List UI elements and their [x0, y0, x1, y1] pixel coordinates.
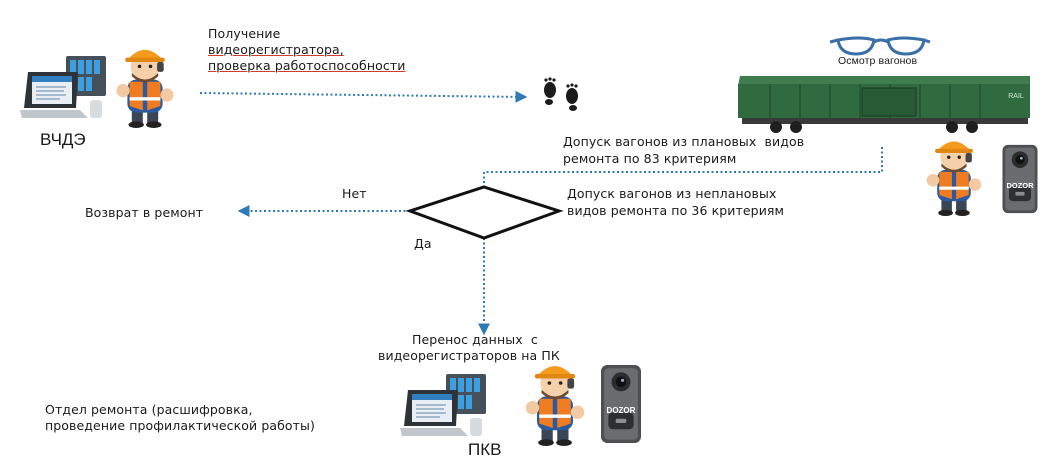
computer-monitor-icon — [19, 55, 107, 119]
pkv-dept-line1: Отдел ремонта (расшифровка, — [45, 402, 253, 417]
camera-brand-label: DOZOR — [607, 406, 636, 415]
pkv-dept-line2: проведение профилактической работы) — [45, 418, 315, 433]
railway-worker-icon — [926, 141, 982, 216]
admission-unplanned-line2: видов ремонта по 36 критериям — [567, 203, 785, 218]
step-receive-line1: Получение — [208, 26, 281, 41]
body-camera-icon — [1002, 144, 1038, 214]
transfer-line1: Перенос данных с — [412, 332, 538, 347]
inspection-label: Осмотр вагонов — [838, 55, 918, 67]
wagon-marking: RAIL — [1008, 93, 1024, 100]
transfer-line2: видеорегистраторов на ПК — [378, 348, 560, 363]
admission-planned-line1: Допуск вагонов из плановых видов — [563, 134, 805, 149]
step-receive-line2: видеорегистратора, — [208, 42, 344, 57]
return-label: Возврат в ремонт — [85, 205, 204, 220]
eyeglasses-icon — [829, 36, 931, 56]
body-camera-icon — [601, 365, 641, 443]
railway-worker-icon — [525, 366, 585, 446]
decision-yes-label: Да — [414, 236, 432, 251]
decision-diamond — [405, 185, 564, 240]
admission-planned-line2: ремонта по 83 критериям — [563, 151, 737, 166]
computer-monitor-icon — [399, 373, 487, 437]
step-receive-line3: проверка работоспособности — [208, 58, 406, 73]
footprints-icon — [544, 77, 578, 111]
admission-unplanned-line1: Допуск вагонов из неплановых — [567, 186, 777, 201]
arrow-vchde-to-inspection — [199, 90, 528, 103]
vchde-label: ВЧДЭ — [40, 130, 86, 149]
railway-worker-icon — [116, 49, 174, 128]
freight-wagon-icon: RAIL — [738, 76, 1030, 133]
camera-brand-label: DOZOR — [1006, 181, 1034, 190]
decision-no-label: Нет — [342, 186, 367, 201]
pkv-label: ПКВ — [468, 440, 502, 459]
